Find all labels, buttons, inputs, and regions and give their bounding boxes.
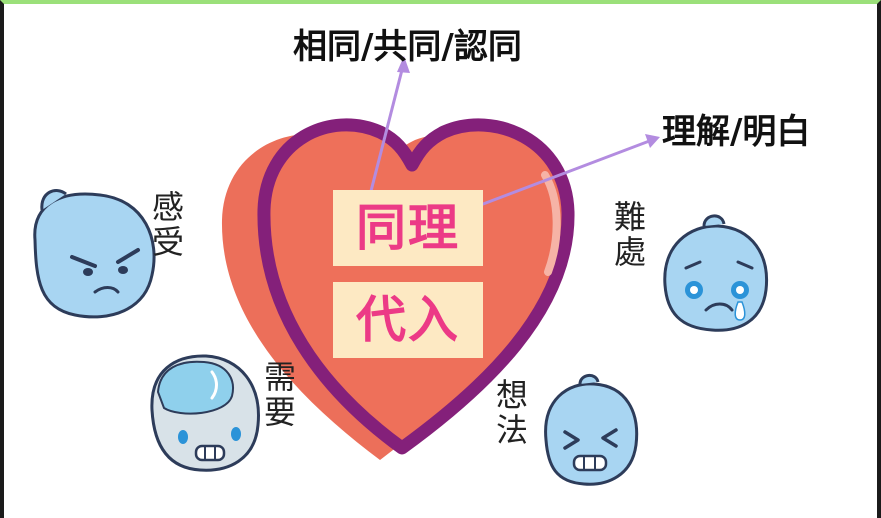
worried-face-icon xyxy=(150,354,260,472)
squint-face-icon xyxy=(544,374,639,486)
angry-face-icon xyxy=(33,189,156,319)
feeling-label-left-bottom: 需要 xyxy=(263,358,296,431)
right-pointer-label: 理解/明白 xyxy=(662,112,811,152)
arrow-to-top-label xyxy=(368,61,406,196)
center-box-line1: 同理 xyxy=(333,190,483,266)
arrow-to-right-label xyxy=(461,138,653,214)
center-box-line2: 代入 xyxy=(333,282,483,358)
heart-highlight xyxy=(541,171,561,276)
feeling-label-right-top: 難處 xyxy=(613,198,646,271)
arrow-to-top-label-head xyxy=(397,56,410,73)
feeling-label-right-bottom: 想法 xyxy=(495,376,528,449)
arrow-to-right-label-head xyxy=(645,134,660,148)
feeling-label-left-top: 感受 xyxy=(151,188,184,261)
sad-face-icon xyxy=(663,214,769,332)
top-pointer-label: 相同/共同/認同 xyxy=(293,27,522,67)
